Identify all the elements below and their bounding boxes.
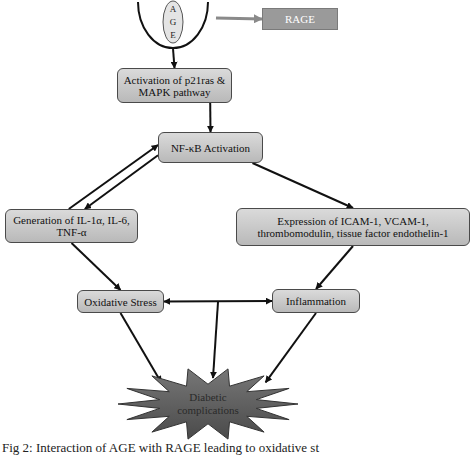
receptor-box: RAGE — [262, 8, 338, 30]
flow-arrow — [266, 313, 316, 382]
outcome-starburst: Diabetic complications — [118, 368, 298, 440]
flow-arrow — [173, 49, 175, 69]
flow-arrow — [85, 155, 158, 209]
node-text: Inflammation — [286, 295, 346, 307]
flow-arrow — [69, 145, 158, 209]
process-box: Expression of ICAM-1, VCAM-1, thrombomod… — [236, 208, 470, 246]
node-text: Generation of IL-1α, IL-6, TNF-α — [10, 214, 133, 238]
node-text: Activation of p21ras & MAPK pathway — [122, 74, 227, 98]
process-box: Activation of p21ras & MAPK pathway — [117, 68, 232, 103]
process-box: Oxidative Stress — [77, 290, 164, 313]
flow-arrow — [316, 246, 353, 289]
process-box: NF-κB Activation — [158, 132, 263, 163]
age-receptor: A G E — [130, 0, 216, 50]
flow-arrow — [209, 103, 211, 132]
node-text: Oxidative Stress — [84, 296, 156, 308]
flow-arrow — [253, 163, 354, 208]
figure-caption: Fig 2: Interaction of AGE with RAGE lead… — [2, 440, 319, 456]
process-box: Inflammation — [272, 289, 360, 313]
flow-arrow — [121, 313, 162, 382]
node-text: NF-κB Activation — [171, 142, 250, 154]
flow-arrow — [72, 243, 121, 290]
node-text: Diabetic complications — [168, 391, 248, 417]
flow-arrow — [216, 18, 262, 19]
node-text: Expression of ICAM-1, VCAM-1, thrombomod… — [241, 215, 465, 239]
node-text: A G E — [167, 3, 179, 42]
node-text: RAGE — [285, 13, 315, 25]
flow-arrow — [164, 300, 272, 303]
merge-arrow — [213, 302, 218, 378]
process-box: Generation of IL-1α, IL-6, TNF-α — [5, 209, 138, 243]
